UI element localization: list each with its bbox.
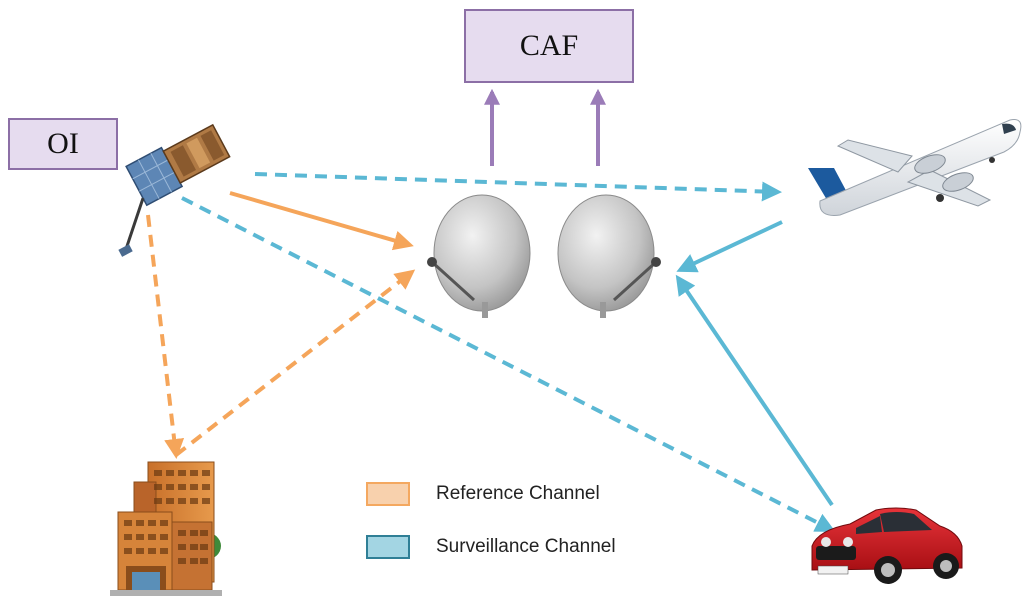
surv-path-oi-to-plane — [254, 172, 782, 202]
caf-box: CAF — [464, 9, 634, 83]
satellite-icon — [118, 123, 231, 257]
surv-path-oi-to-car — [181, 196, 836, 532]
ref-path-oi-to-dish — [229, 191, 414, 251]
building-icon — [110, 461, 222, 596]
legend-label-reference: Reference Channel — [436, 483, 600, 504]
legend-swatch-reference — [366, 482, 410, 506]
satellite-dish-icon — [557, 194, 661, 318]
oi-label: OI — [47, 127, 79, 160]
oi-box: OI — [8, 118, 118, 170]
airplane-icon — [808, 119, 1022, 216]
surv-path-plane-to-dish — [676, 220, 783, 273]
ref-path-oi-to-building — [146, 214, 185, 459]
legend-item-surveillance: Surveillance Channel — [366, 535, 616, 559]
car-icon — [811, 507, 963, 584]
legend-item-reference: Reference Channel — [366, 482, 600, 506]
caf-label: CAF — [519, 29, 579, 62]
surv-path-car-to-dish — [675, 274, 834, 507]
satellite-dish-icon — [427, 194, 531, 318]
legend-label-surveillance: Surveillance Channel — [436, 536, 616, 557]
legend-swatch-surveillance — [366, 535, 410, 559]
ref-path-building-to-dish — [174, 269, 416, 457]
